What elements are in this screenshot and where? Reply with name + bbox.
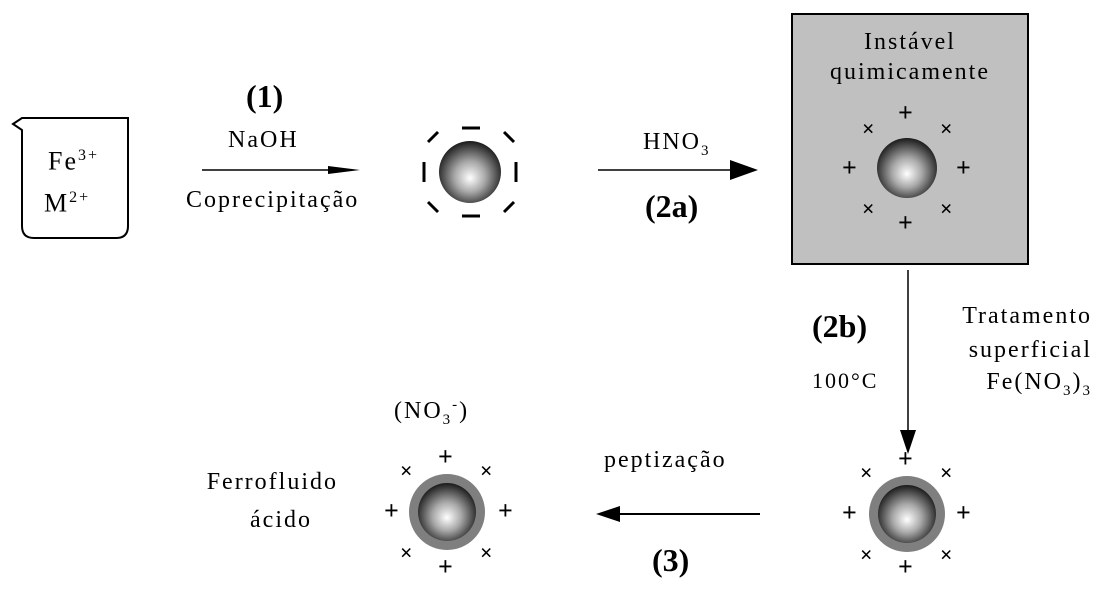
step-1-process: Coprecipitação	[186, 187, 360, 213]
product-counter-ion: (NO3-)	[394, 397, 470, 428]
step-3-number: (3)	[652, 542, 690, 578]
unstable-label-line2: quimicamente	[830, 59, 990, 85]
arrow-step-1	[202, 166, 360, 174]
charge-plus: +	[898, 552, 913, 581]
product-name-line2: ácido	[250, 507, 312, 533]
beaker-icon	[11, 117, 129, 239]
beaker-ion-m: M2+	[44, 188, 91, 218]
arrow-step-3	[596, 506, 760, 522]
charge-plus: +	[898, 98, 913, 127]
step-2b-treatment-line2: superficial	[968, 337, 1092, 363]
step-2a-reagent: HNO3	[643, 129, 711, 159]
particle-negative	[422, 126, 518, 218]
counter-ion-cross: ×	[940, 460, 953, 485]
product-name-line1: Ferrofluido	[206, 469, 338, 495]
charge-plus: +	[842, 498, 857, 527]
step-2b-temperature: 100°C	[812, 368, 879, 393]
step-1-reagent: NaOH	[228, 127, 299, 153]
counter-ion-cross: ×	[940, 542, 953, 567]
counter-ion-cross: ×	[940, 196, 953, 221]
counter-ion-cross: ×	[940, 116, 953, 141]
charge-plus: +	[384, 496, 399, 525]
charge-plus: +	[438, 442, 453, 471]
counter-ion-cross: ×	[400, 540, 413, 565]
particle-coated-product	[409, 474, 485, 550]
counter-ion-cross: ×	[400, 458, 413, 483]
particle-coated-right	[869, 476, 945, 552]
unstable-box	[791, 13, 1029, 265]
step-1-number: (1)	[246, 78, 284, 114]
charge-plus: +	[956, 153, 971, 182]
counter-ion-cross: ×	[862, 116, 875, 141]
charge-plus: +	[898, 208, 913, 237]
counter-ion-cross: ×	[480, 540, 493, 565]
counter-ion-cross: ×	[860, 542, 873, 567]
arrow-step-2b	[900, 270, 916, 454]
charge-plus: +	[898, 444, 913, 473]
unstable-label-line1: Instável	[864, 29, 956, 55]
charge-plus: +	[498, 496, 513, 525]
counter-ion-cross: ×	[860, 460, 873, 485]
step-2a-number: (2a)	[645, 188, 699, 224]
charge-plus: +	[956, 498, 971, 527]
step-3-process: peptização	[604, 447, 727, 473]
step-2b-number: (2b)	[812, 308, 868, 344]
beaker-ion-fe: Fe3+	[48, 146, 100, 176]
charge-plus: +	[842, 153, 857, 182]
counter-ion-cross: ×	[480, 458, 493, 483]
charge-plus: +	[438, 552, 453, 581]
counter-ion-cross: ×	[862, 196, 875, 221]
arrow-step-2a	[598, 160, 758, 180]
step-2b-treatment-line1: Tratamento	[962, 303, 1092, 329]
step-2b-treatment-reagent: Fe(NO3)3	[986, 369, 1092, 399]
